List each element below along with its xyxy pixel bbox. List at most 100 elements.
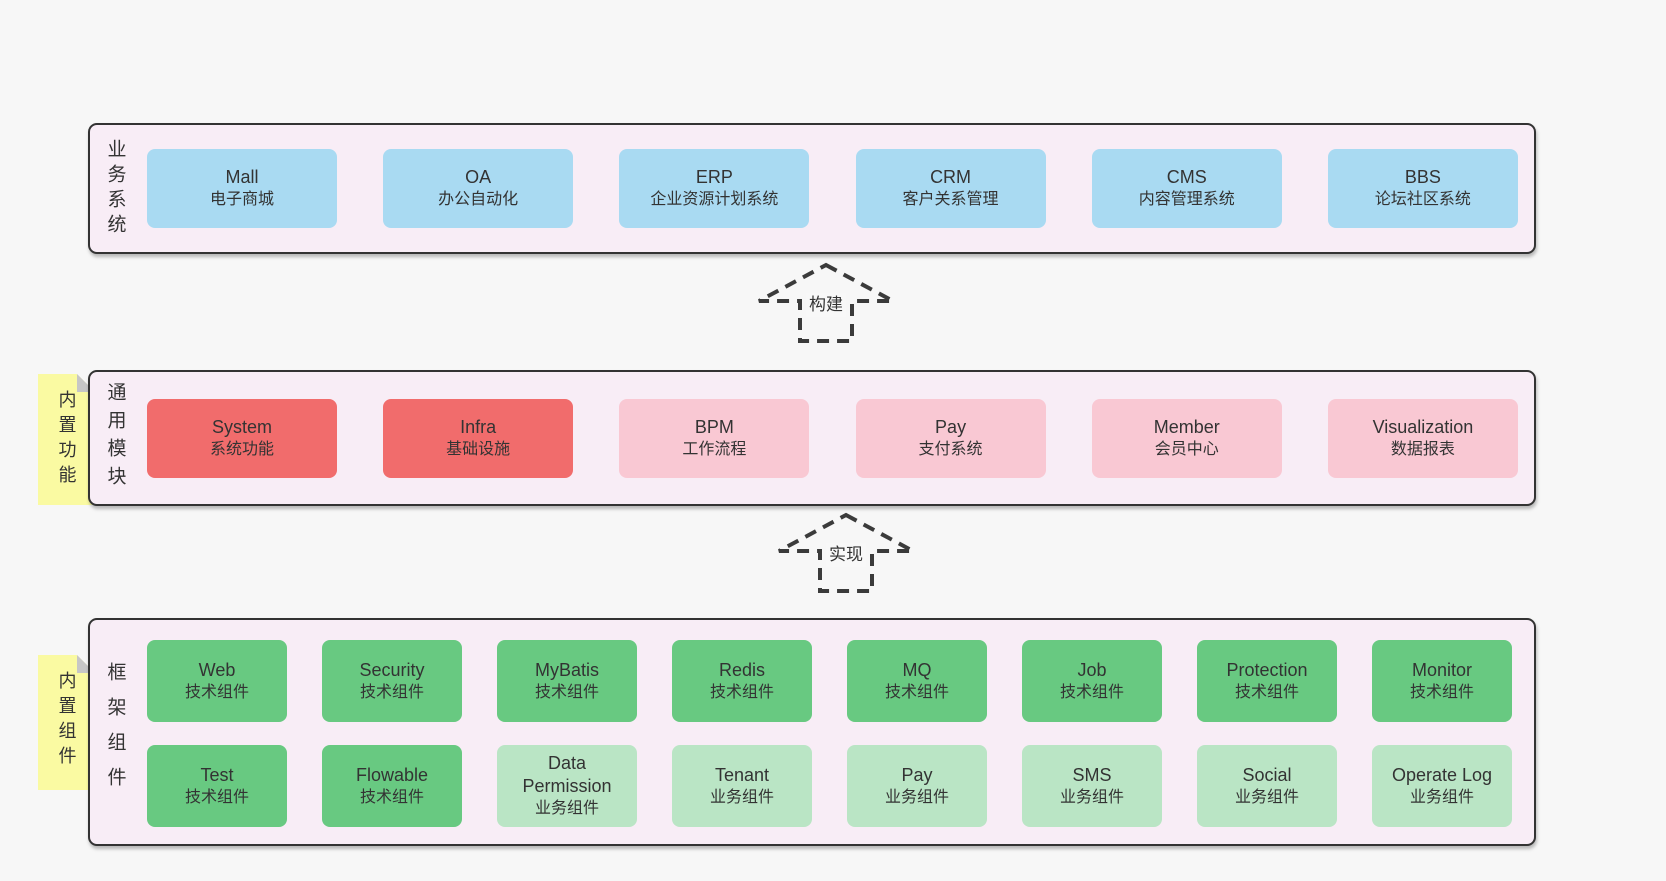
box-subtitle: 技术组件: [1059, 683, 1124, 701]
box-subtitle: 技术组件: [1234, 683, 1299, 701]
business-systems-boxes: Mall 电子商城 OA 办公自动化 ERP 企业资源计划系统 CRM 客户关系管理 CMS 内容…: [147, 125, 1518, 252]
box-redis: Redis 技术组件: [672, 640, 812, 722]
section-label-modules: 通用模块: [104, 382, 126, 494]
box-bpm: BPM 工作流程: [619, 398, 810, 478]
sticky-note-built-in-components: 内置组件: [38, 655, 95, 790]
arrow-implement: 实现: [776, 512, 916, 594]
box-subtitle: 技术组件: [359, 788, 424, 806]
arrow-build-label: 构建: [806, 293, 846, 318]
box-pay: Pay 支付系统: [855, 398, 1046, 478]
box-title: Flowable: [355, 764, 429, 785]
box-subtitle: 支付系统: [918, 440, 983, 458]
box-subtitle: 会员中心: [1154, 440, 1219, 458]
box-title: System: [211, 416, 272, 437]
box-mybatis: MyBatis 技术组件: [497, 640, 637, 722]
box-subtitle: 技术组件: [359, 683, 424, 701]
box-subtitle: 办公自动化: [438, 191, 519, 208]
box-job: Job 技术组件: [1022, 640, 1162, 722]
arrow-implement-label: 实现: [826, 543, 866, 568]
box-title: Redis: [718, 659, 766, 680]
box-title: ERP: [695, 167, 733, 187]
box-subtitle: 基础设施: [446, 440, 511, 458]
box-title: Tenant: [714, 764, 770, 785]
box-title: MQ: [902, 659, 932, 680]
box-subtitle: 技术组件: [1409, 683, 1474, 701]
box-data-permission: Data Permission 业务组件: [497, 745, 637, 827]
box-title: Test: [200, 764, 234, 785]
section-label-components: 框架组件: [104, 662, 126, 802]
box-title: Social: [1242, 764, 1292, 785]
box-subtitle: 技术组件: [184, 788, 249, 806]
section-common-modules: 通用模块 System 系统功能 Infra 基础设施 BPM 工作流程 Pay 支付系统 Me…: [88, 370, 1536, 506]
box-title: Pay: [935, 416, 967, 437]
box-title: OA: [465, 167, 492, 187]
box-subtitle: 电子商城: [209, 191, 274, 208]
box-subtitle: 系统功能: [209, 440, 274, 458]
box-title: Mall: [225, 167, 259, 187]
box-crm: CRM 客户关系管理: [855, 149, 1046, 228]
box-title: Data Permission: [522, 753, 612, 796]
box-title: Monitor: [1411, 659, 1473, 680]
box-oa: OA 办公自动化: [383, 149, 574, 228]
box-subtitle: 数据报表: [1390, 440, 1455, 458]
box-pay: Pay 业务组件: [847, 745, 987, 827]
box-subtitle: 工作流程: [682, 440, 747, 458]
sticky-note-built-in-features: 内置功能: [38, 374, 95, 505]
box-flowable: Flowable 技术组件: [322, 745, 462, 827]
section-business-systems: 业务系统 Mall 电子商城 OA 办公自动化 ERP 企业资源计划系统 CRM 客户关系管理…: [88, 123, 1536, 254]
box-cms: CMS 内容管理系统: [1091, 149, 1282, 228]
box-title: CRM: [930, 167, 972, 187]
box-title: Protection: [1226, 659, 1308, 680]
common-modules-boxes: System 系统功能 Infra 基础设施 BPM 工作流程 Pay 支付系统 Member 会…: [147, 372, 1518, 504]
box-subtitle: 企业资源计划系统: [650, 191, 779, 208]
box-social: Social 业务组件: [1197, 745, 1337, 827]
box-monitor: Monitor 技术组件: [1372, 640, 1512, 722]
section-label-business: 业务系统: [104, 138, 126, 239]
box-web: Web 技术组件: [147, 640, 287, 722]
box-subtitle: 业务组件: [1234, 788, 1299, 806]
box-system: System 系统功能: [147, 398, 337, 478]
box-title: Security: [359, 659, 425, 680]
box-title: SMS: [1072, 764, 1112, 785]
box-title: MyBatis: [534, 659, 599, 680]
sticky-note-text: 内置组件: [56, 671, 77, 771]
arrow-build: 构建: [756, 262, 896, 344]
box-infra: Infra 基础设施: [383, 398, 574, 478]
box-sms: SMS 业务组件: [1022, 745, 1162, 827]
box-title: Infra: [460, 416, 497, 437]
box-subtitle: 论坛社区系统: [1374, 191, 1471, 208]
box-title: Pay: [901, 764, 933, 785]
up-arrow-outline-icon: [778, 512, 914, 593]
box-subtitle: 业务组件: [534, 800, 599, 817]
box-mq: MQ 技术组件: [847, 640, 987, 722]
box-subtitle: 业务组件: [884, 788, 949, 806]
box-subtitle: 业务组件: [1059, 788, 1124, 806]
box-title: BPM: [694, 416, 734, 437]
box-bbs: BBS 论坛社区系统: [1327, 149, 1518, 228]
box-test: Test 技术组件: [147, 745, 287, 827]
box-member: Member 会员中心: [1091, 398, 1282, 478]
box-subtitle: 技术组件: [184, 683, 249, 701]
box-mall: Mall 电子商城: [147, 149, 337, 228]
box-subtitle: 客户关系管理: [902, 191, 999, 208]
box-protection: Protection 技术组件: [1197, 640, 1337, 722]
box-erp: ERP 企业资源计划系统: [619, 149, 810, 228]
box-subtitle: 内容管理系统: [1138, 191, 1235, 208]
box-visualization: Visualization 数据报表: [1327, 398, 1518, 478]
box-subtitle: 技术组件: [884, 683, 949, 701]
box-title: Job: [1077, 659, 1107, 680]
box-title: Visualization: [1372, 416, 1474, 437]
box-title: Web: [198, 659, 236, 680]
box-security: Security 技术组件: [322, 640, 462, 722]
box-title: Member: [1153, 416, 1220, 437]
box-subtitle: 技术组件: [709, 683, 774, 701]
sticky-note-text: 内置功能: [56, 390, 77, 490]
box-title: CMS: [1166, 167, 1207, 187]
box-title: BBS: [1404, 167, 1441, 187]
box-subtitle: 业务组件: [1409, 788, 1474, 806]
box-subtitle: 技术组件: [534, 683, 599, 701]
